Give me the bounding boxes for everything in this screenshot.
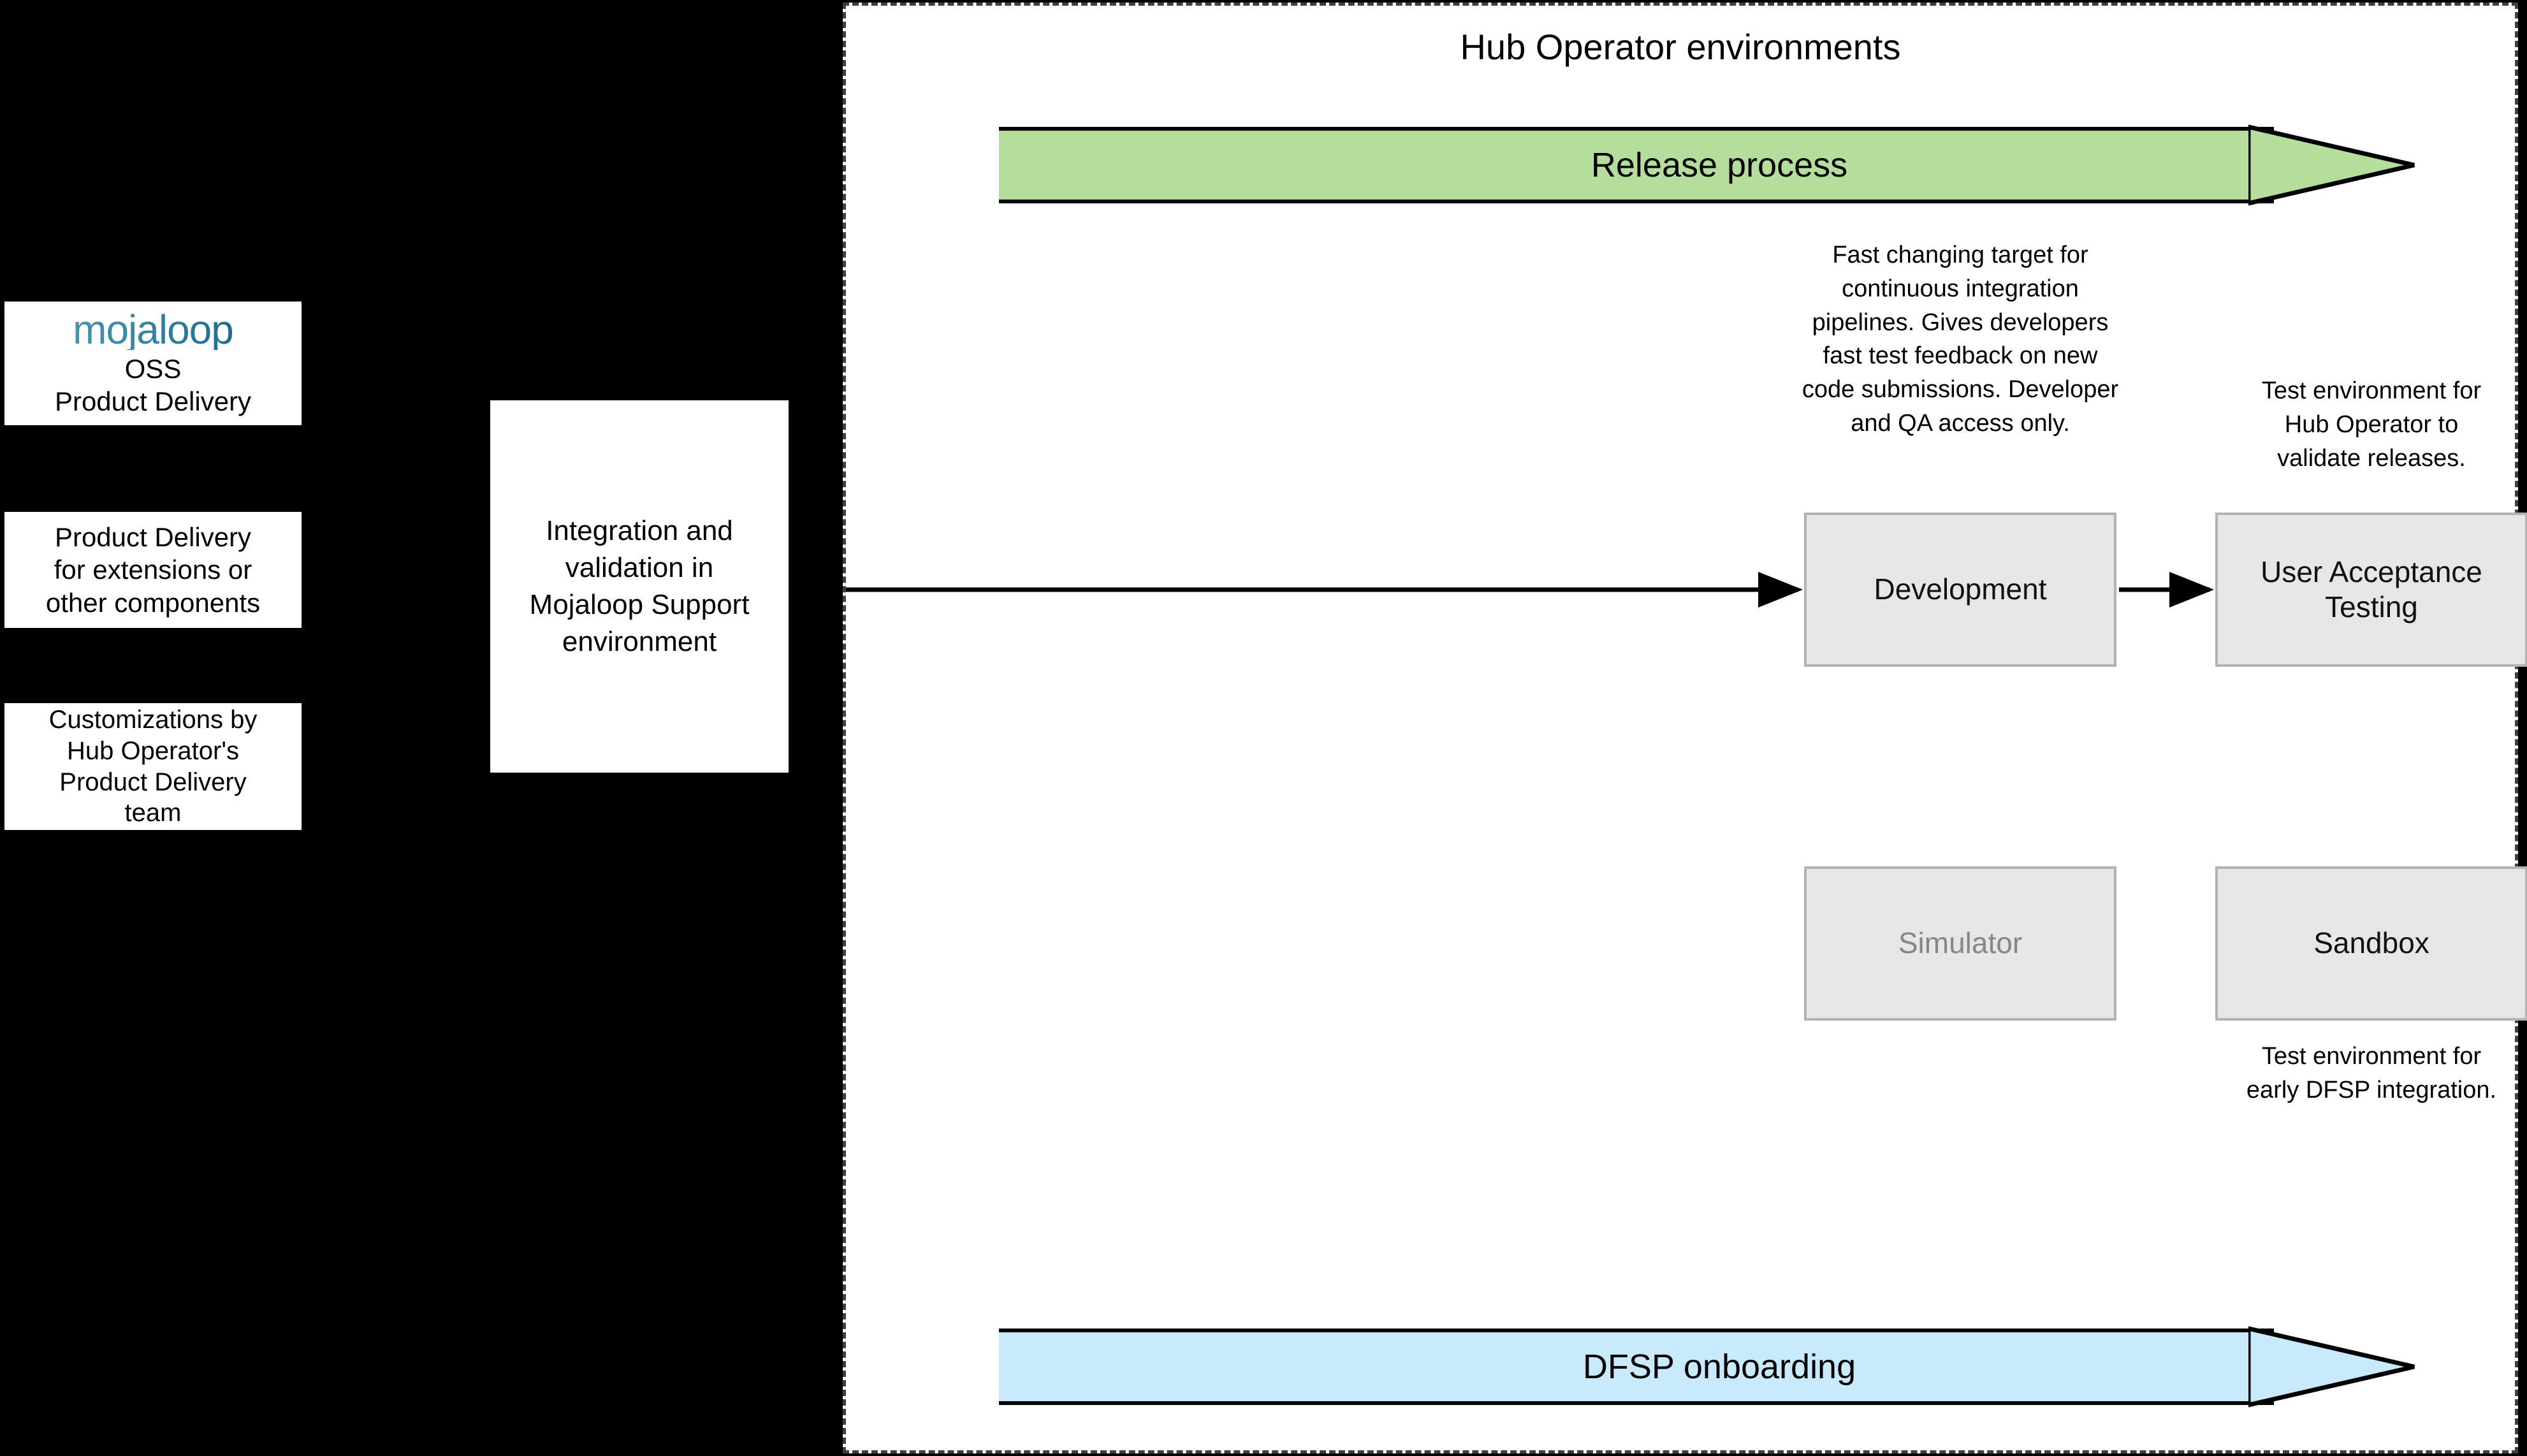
hub-operator-environments-container: Hub Operator environments Release proces…	[843, 3, 2527, 1453]
release-process-arrowhead	[2248, 124, 2415, 206]
legend-item-extensions: Product Delivery for extensions or other…	[3, 510, 303, 630]
env-box-simulator[interactable]: Simulator	[1804, 866, 2116, 1021]
release-process-label: Release process	[1591, 146, 1848, 184]
dfsp-onboarding-label: DFSP onboarding	[1582, 1348, 1856, 1386]
release-process-shaft	[999, 127, 2274, 203]
page-title: Hub Operator environments	[1460, 27, 1901, 67]
env-box-sandbox[interactable]: Sandbox	[2215, 866, 2527, 1021]
legend-item-oss-product-delivery: mojaloop OSS Product Delivery	[3, 300, 303, 427]
legend-extensions-label: Product Delivery for extensions or other…	[45, 522, 261, 618]
legend-oss-label: OSS Product Delivery	[54, 353, 252, 416]
caption-development: Fast changing target for continuous inte…	[1802, 242, 2119, 437]
release-process-banner: Release process	[999, 124, 2440, 206]
env-box-development[interactable]: Development	[1804, 513, 2116, 667]
dfsp-onboarding-arrowhead	[2248, 1326, 2415, 1408]
legend-item-customizations: Customizations by Hub Operator's Product…	[3, 701, 303, 832]
caption-user-acceptance-testing: Test environment for Hub Operator to val…	[2261, 377, 2482, 472]
dfsp-onboarding-banner: DFSP onboarding	[999, 1326, 2440, 1408]
mojaloop-logo: mojaloop	[73, 306, 234, 353]
dfsp-onboarding-shaft	[999, 1329, 2274, 1405]
support-environment-box: Integration and validation in Mojaloop S…	[488, 398, 790, 775]
flow-connectors	[846, 572, 2214, 608]
env-box-user-acceptance-testing[interactable]: User Acceptance Testing	[2215, 513, 2527, 667]
legend-customizations-label: Customizations by Hub Operator's Product…	[48, 705, 258, 827]
caption-sandbox: Test environment for early DFSP integrat…	[2246, 1043, 2497, 1103]
